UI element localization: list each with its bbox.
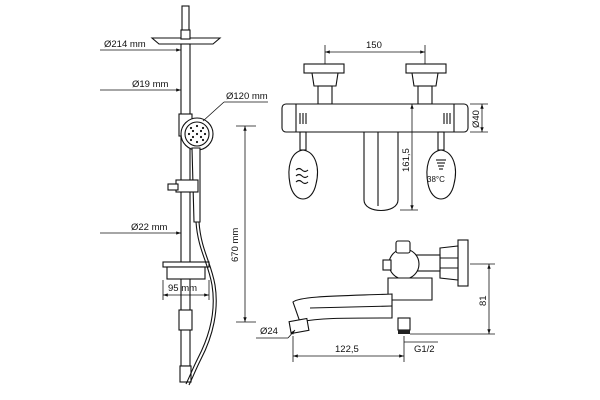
rain-shower-head bbox=[150, 37, 222, 45]
slider-bracket bbox=[175, 179, 199, 193]
right-body-marks bbox=[443, 113, 451, 124]
mixer-front-view: 38°C 150 161,5 Ø40 bbox=[281, 40, 488, 212]
dim-soap-dish-width-label: 95 mm bbox=[168, 283, 197, 294]
dim-hand-shower-diameter: Ø120 mm bbox=[202, 91, 268, 122]
dim-depth-label: 161,5 bbox=[401, 148, 412, 172]
soap-dish bbox=[162, 261, 210, 268]
right-wall-flange bbox=[405, 63, 447, 74]
side-handle-top bbox=[395, 240, 411, 254]
shower-hose-outline bbox=[188, 221, 217, 386]
right-eccentric bbox=[417, 85, 433, 105]
dim-head-diameter-label: Ø214 mm bbox=[104, 39, 146, 50]
dim-side-height-label: 81 bbox=[478, 295, 489, 306]
right-handle-stem bbox=[437, 131, 445, 151]
mixer-side-view: 81 Ø24 122,5 G1/2 bbox=[256, 239, 495, 362]
side-nut bbox=[439, 245, 459, 281]
side-wall-flange bbox=[457, 239, 469, 287]
bottom-connector bbox=[179, 365, 192, 383]
dim-pipe-diameter: Ø19 mm bbox=[100, 79, 181, 92]
slider-knob bbox=[167, 183, 179, 191]
left-handle-lever bbox=[288, 149, 319, 200]
bottom-thread-end bbox=[398, 330, 410, 334]
head-connector bbox=[180, 29, 191, 40]
left-wall-flange bbox=[303, 63, 345, 74]
dim-hand-shower-diameter-label: Ø120 mm bbox=[226, 91, 268, 102]
thermostat-scale bbox=[436, 159, 446, 170]
shower-hose bbox=[185, 221, 214, 385]
dim-spout-diameter-label: Ø24 bbox=[260, 326, 278, 337]
dim-soap-dish-width: 95 mm bbox=[162, 280, 210, 300]
dim-rail-diameter: Ø22 mm bbox=[100, 222, 181, 235]
dim-spout-reach: 122,5 bbox=[292, 336, 405, 362]
dim-depth: 161,5 bbox=[400, 103, 418, 211]
left-handle-stem bbox=[299, 131, 307, 151]
side-spout bbox=[292, 293, 393, 323]
left-eccentric bbox=[317, 85, 333, 105]
front-spout bbox=[363, 131, 399, 212]
left-nut bbox=[311, 72, 339, 87]
dim-pipe-diameter-label: Ø19 mm bbox=[132, 79, 169, 90]
side-mixer-body bbox=[387, 277, 433, 301]
hand-shower-inner bbox=[184, 121, 210, 147]
dim-center-distance-label: 150 bbox=[366, 40, 382, 51]
spout-outlet bbox=[288, 317, 310, 335]
dim-thread: G1/2 bbox=[404, 341, 438, 355]
dim-center-distance: 150 bbox=[324, 40, 426, 64]
thermostat-temp-label: 38°C bbox=[427, 175, 445, 184]
dim-spout-reach-label: 122,5 bbox=[335, 344, 359, 355]
dim-total-height: 670 mm bbox=[230, 125, 256, 323]
right-handle-lever bbox=[426, 149, 457, 200]
dim-total-height-label: 670 mm bbox=[230, 228, 241, 262]
hand-shower-nozzles bbox=[187, 124, 207, 144]
bottom-thread bbox=[397, 317, 411, 331]
mixer-body bbox=[281, 103, 469, 133]
right-nut bbox=[411, 72, 439, 87]
top-outlet bbox=[181, 5, 190, 33]
shower-set-drawing: Ø214 mm Ø19 mm Ø120 mm Ø22 mm 95 mm 670 … bbox=[100, 5, 268, 386]
dim-spout-diameter: Ø24 bbox=[256, 326, 296, 339]
dim-head-diameter: Ø214 mm bbox=[100, 39, 181, 52]
dim-body-diameter-label: Ø40 bbox=[471, 110, 482, 128]
soap-dish-holder bbox=[166, 266, 206, 280]
dim-body-diameter: Ø40 bbox=[470, 103, 488, 133]
dim-side-height: 81 bbox=[410, 263, 495, 335]
left-body-marks bbox=[299, 113, 307, 124]
dim-rail-diameter-label: Ø22 mm bbox=[131, 222, 168, 233]
dim-thread-label: G1/2 bbox=[414, 344, 435, 355]
side-handle-cap bbox=[382, 259, 392, 271]
left-handle-symbol bbox=[295, 167, 309, 185]
lower-holder bbox=[178, 309, 193, 331]
